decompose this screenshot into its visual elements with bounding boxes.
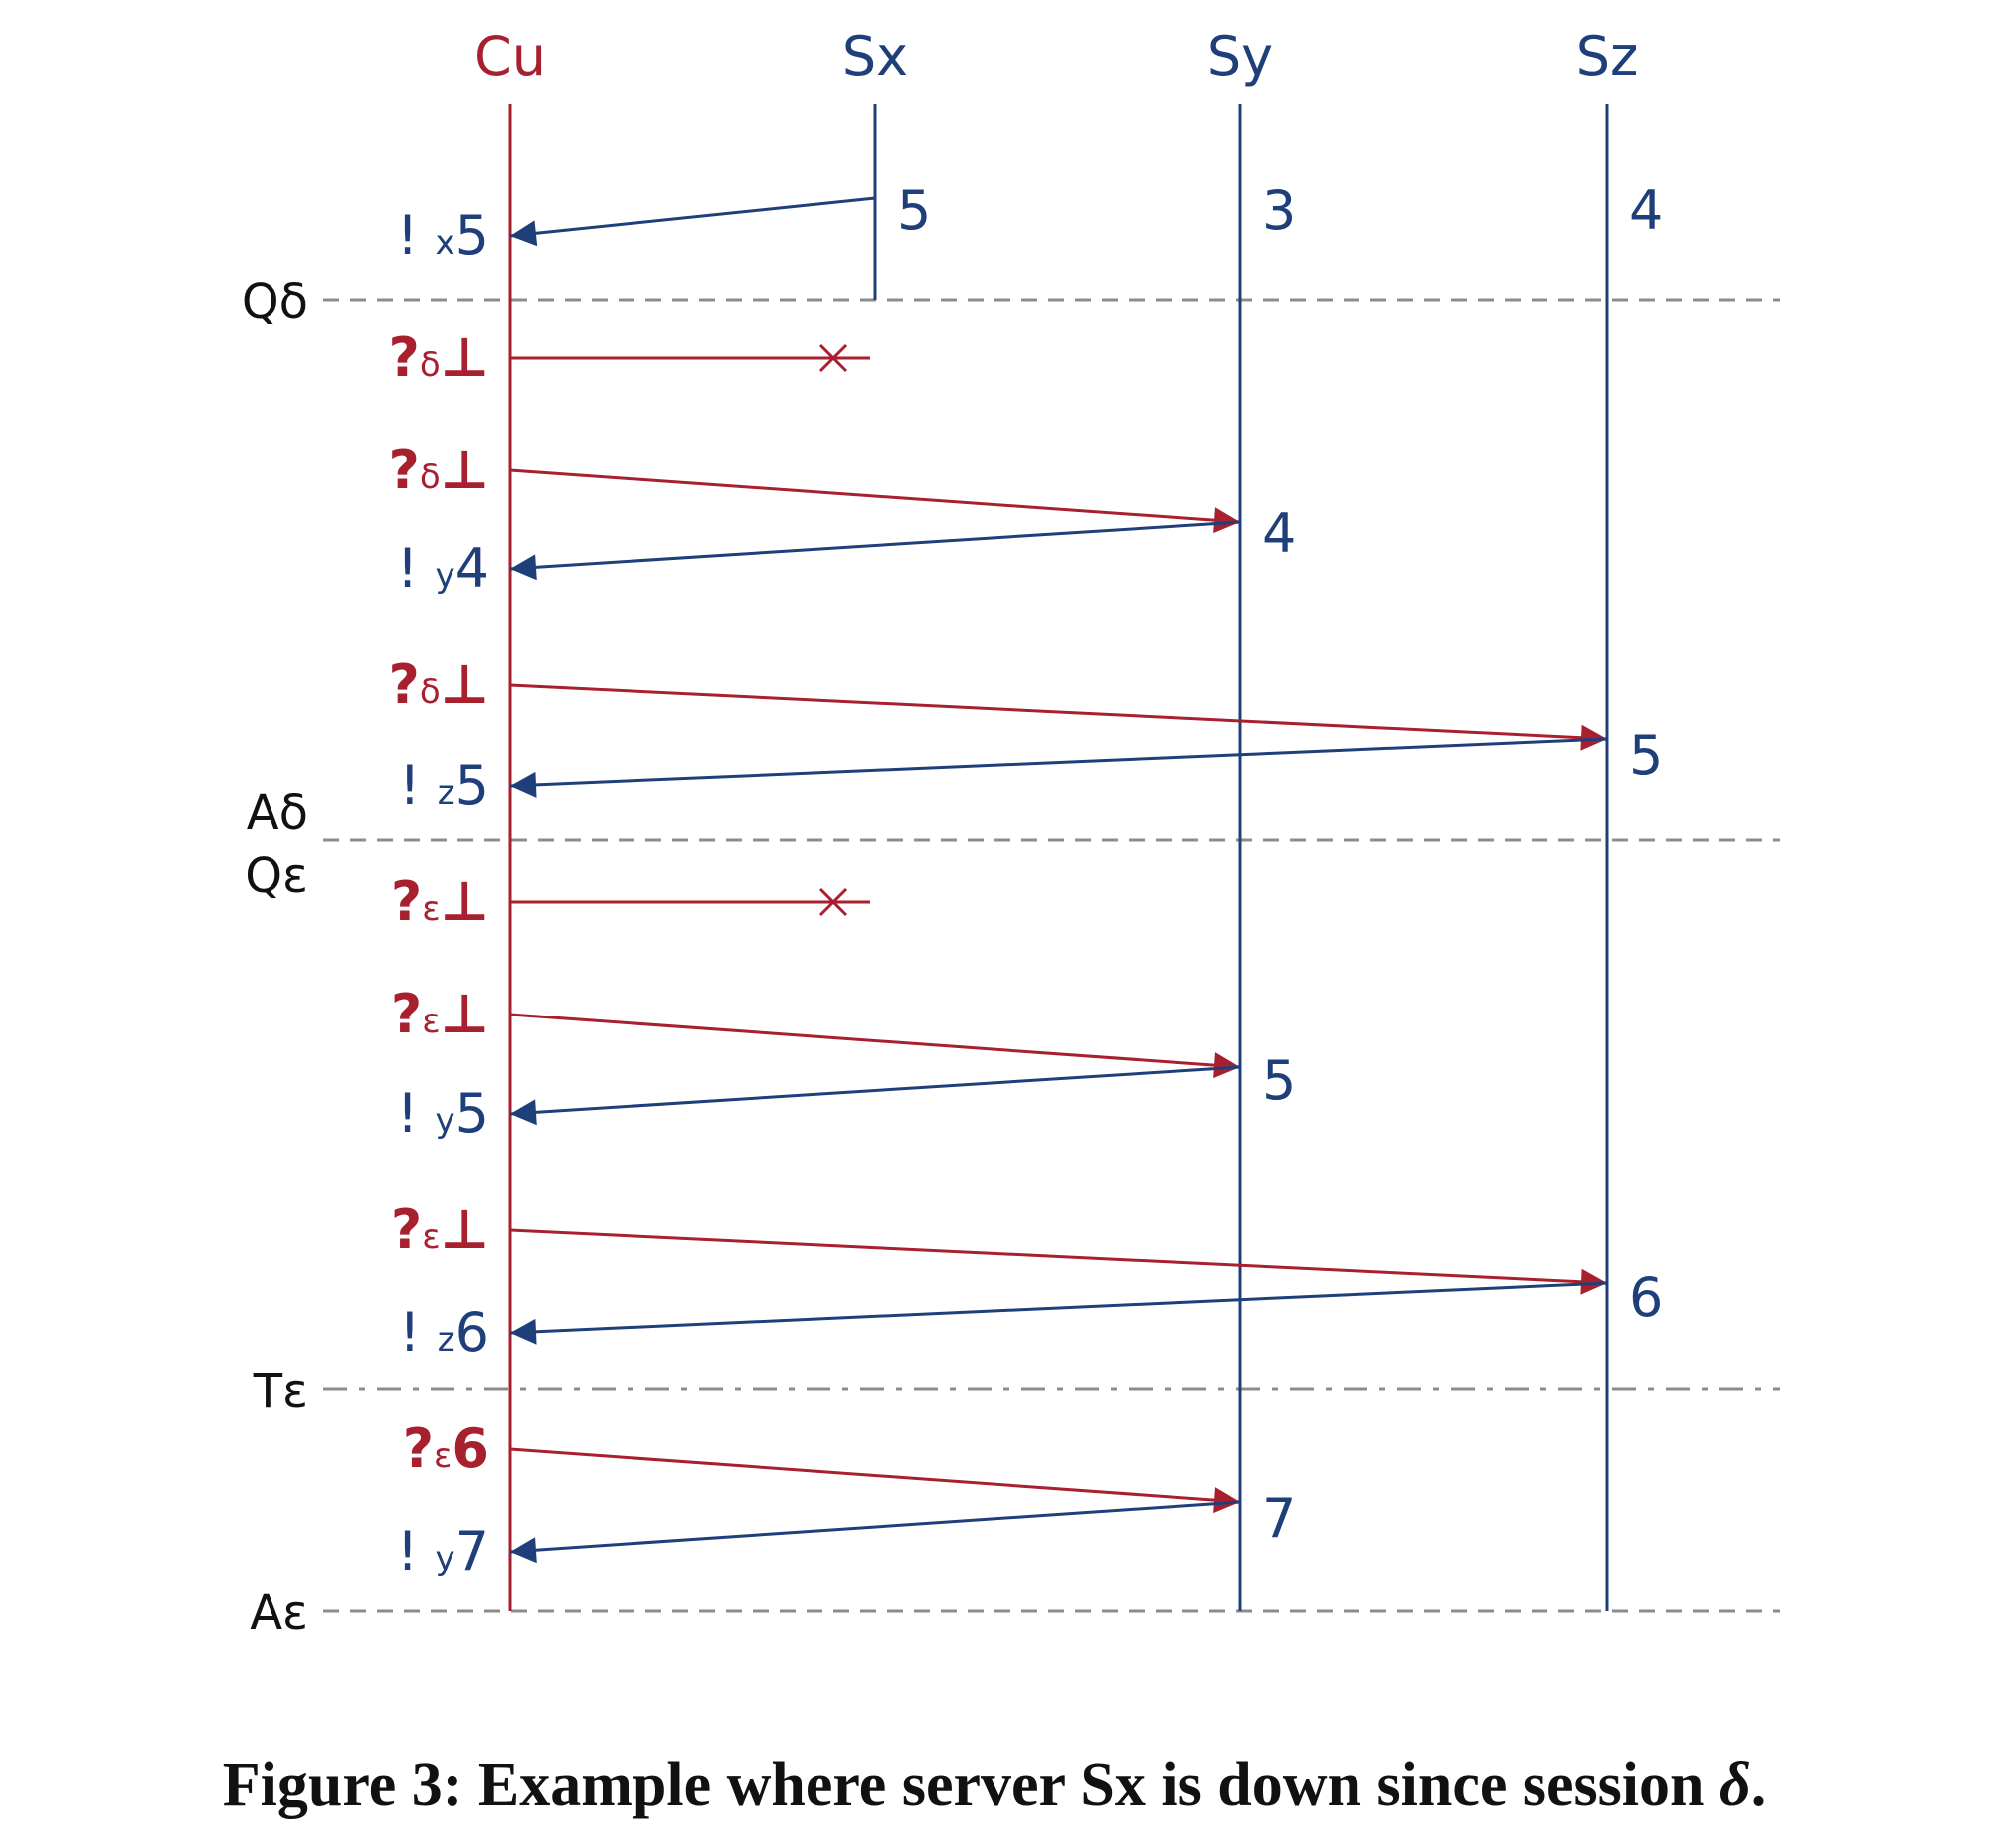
separator-label: Tε [253, 1364, 308, 1419]
server-value-sy: 7 [1262, 1487, 1296, 1550]
reply-label: ! z6 [399, 1301, 489, 1364]
separator-label: Aε [250, 1585, 308, 1641]
server-value-sz: 5 [1629, 724, 1663, 787]
reply-label: ! y7 [397, 1520, 489, 1582]
reply-arrow-sx [509, 196, 876, 247]
query-arrow-sy [509, 468, 1241, 534]
query-arrow-sz [509, 683, 1608, 751]
query-arrow-sy [509, 1447, 1241, 1514]
query-label: ?ε⊥ [391, 983, 489, 1045]
reply-arrow-sy [509, 1065, 1241, 1126]
query-label: ?δ⊥ [389, 439, 490, 501]
caption-period: . [1750, 1752, 1767, 1819]
caption-text: Figure 3: Example where server Sx is dow… [222, 1752, 1719, 1819]
reply-arrow-sz [509, 1281, 1608, 1345]
server-value-sy: 4 [1262, 502, 1296, 565]
reply-arrow-sy [509, 520, 1241, 581]
lost-message-cross-icon [818, 343, 848, 373]
query-label: ?ε6 [403, 1417, 489, 1480]
actor-label-cu: Cu [474, 25, 546, 88]
separator-label: Qε [245, 848, 308, 904]
lost-message-cross-icon [818, 887, 848, 917]
query-label: ?ε⊥ [391, 1199, 489, 1261]
reply-label: ! y5 [397, 1082, 489, 1145]
session-separators [323, 298, 1780, 1613]
actor-label-sy: Sy [1207, 25, 1273, 88]
query-label: ?δ⊥ [389, 326, 490, 389]
reply-label: ! z5 [399, 754, 489, 817]
lifelines [508, 104, 1609, 1611]
caption-greek-letter: δ [1718, 1752, 1751, 1819]
figure-caption: Figure 3: Example where server Sx is dow… [0, 1751, 1989, 1821]
query-arrow-sz [509, 1228, 1608, 1295]
messages [509, 196, 1608, 1564]
server-value-sz: 6 [1629, 1266, 1663, 1329]
separator-label: Aδ [247, 785, 308, 840]
query-arrow-sy [509, 1013, 1241, 1079]
reply-arrow-sz [509, 737, 1608, 798]
initial-value-sx: 5 [897, 179, 931, 242]
actor-label-sz: Sz [1576, 25, 1639, 88]
initial-value-sz: 4 [1629, 179, 1663, 242]
actor-label-sx: Sx [842, 25, 908, 88]
server-value-sy: 5 [1262, 1049, 1296, 1112]
reply-label: ! x5 [397, 204, 489, 267]
query-label: ?δ⊥ [389, 653, 490, 716]
separator-label: Qδ [242, 275, 308, 330]
initial-value-sy: 3 [1262, 179, 1296, 242]
reply-label: ! y4 [397, 537, 489, 600]
query-label: ?ε⊥ [391, 870, 489, 933]
reply-arrow-sy [509, 1500, 1241, 1564]
